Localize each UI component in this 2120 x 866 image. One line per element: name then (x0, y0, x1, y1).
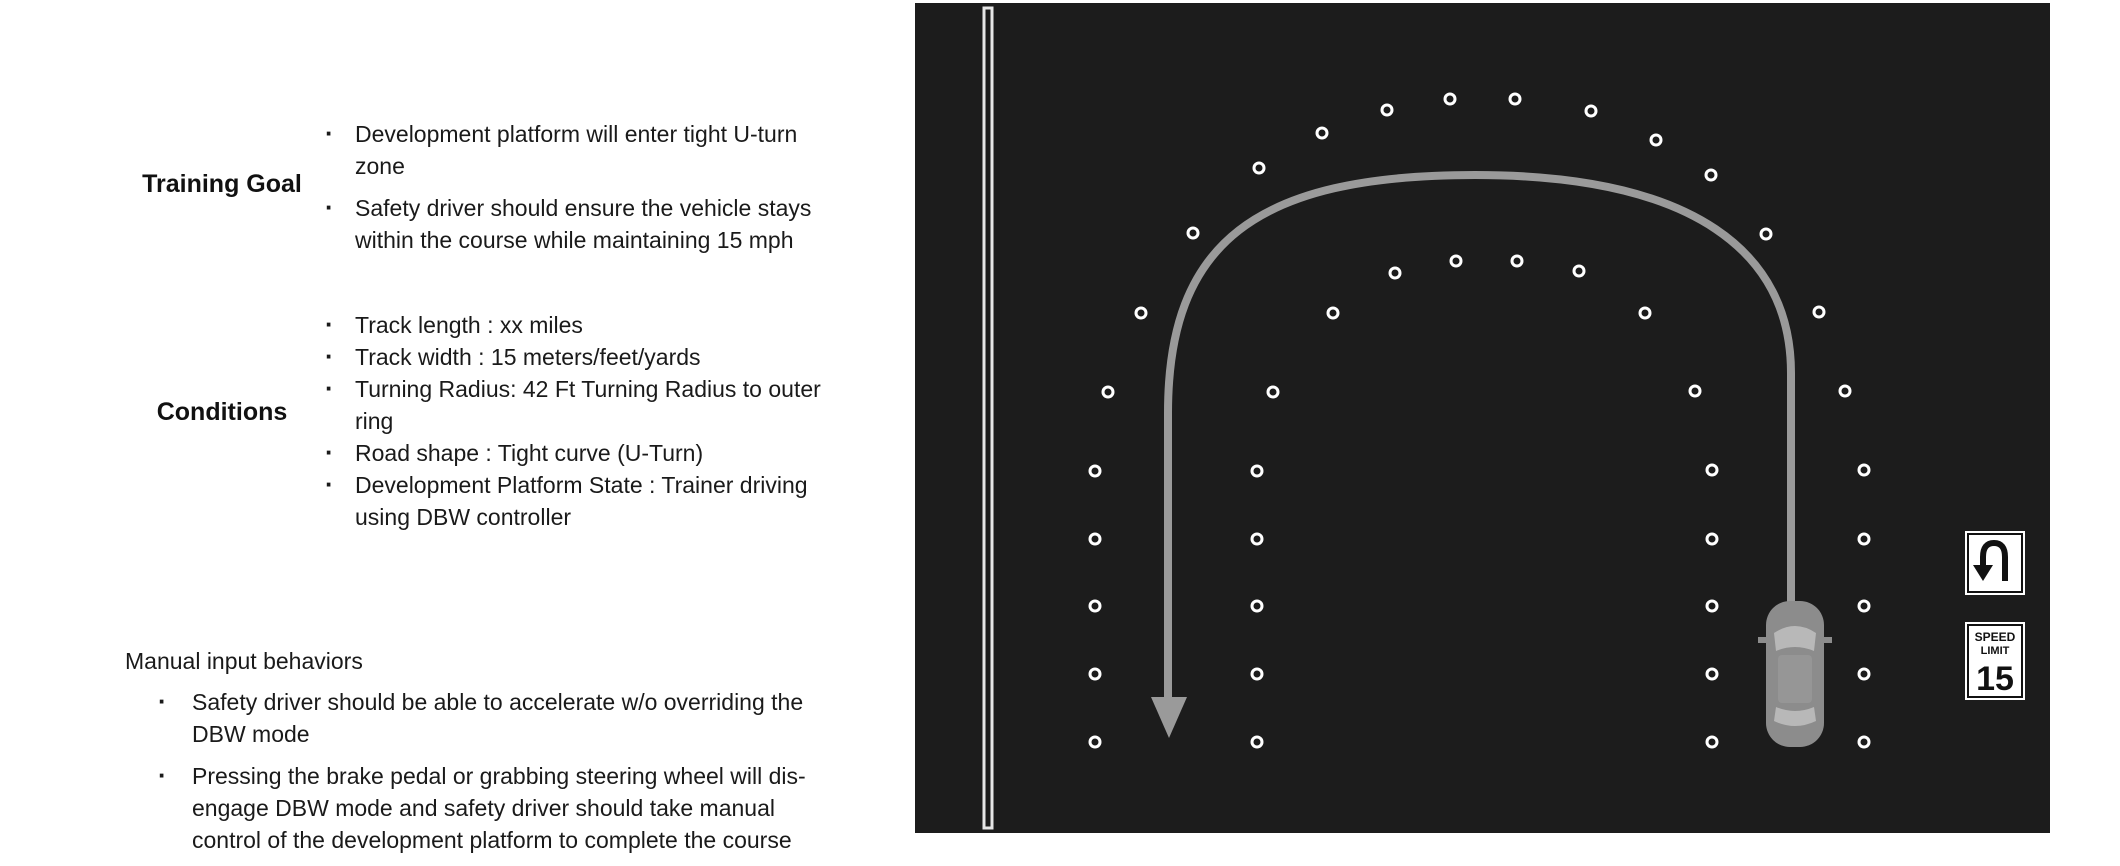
traffic-cone-icon (1857, 532, 1871, 546)
manual-input-title: Manual input behaviors (125, 648, 363, 674)
traffic-cone-icon (1704, 168, 1718, 182)
traffic-cone-icon (1638, 306, 1652, 320)
manual-input-list: Safety driver should be able to accelera… (158, 685, 828, 866)
traffic-cone-icon (1688, 384, 1702, 398)
traffic-cone-icon (1705, 463, 1719, 477)
traffic-cone-icon (1101, 385, 1115, 399)
traffic-cone-icon (1088, 599, 1102, 613)
condition-item: Road shape : Tight curve (U-Turn) (325, 436, 845, 469)
traffic-cone-icon (1510, 254, 1524, 268)
traffic-cone-icon (1508, 92, 1522, 106)
traffic-cone-icon (1134, 306, 1148, 320)
traffic-cone-icon (1705, 532, 1719, 546)
training-goal-label: Training Goal (142, 170, 302, 198)
traffic-cone-icon (1250, 667, 1264, 681)
traffic-cone-icon (1250, 532, 1264, 546)
manual-input-item: Pressing the brake pedal or grabbing ste… (158, 759, 828, 856)
speed-sign-line2: LIMIT (1981, 645, 2010, 657)
speed-sign-line1: SPEED (1975, 630, 2016, 644)
traffic-cone-icon (1252, 161, 1266, 175)
arrow-head-icon (1151, 697, 1187, 738)
traffic-cone-icon (1857, 463, 1871, 477)
traffic-cone-icon (1705, 667, 1719, 681)
traffic-cone-icon (1380, 103, 1394, 117)
condition-item: Turning Radius: 42 Ft Turning Radius to … (325, 372, 845, 437)
u-turn-sign-icon (1965, 531, 2025, 595)
traffic-cone-icon (1250, 735, 1264, 749)
conditions-label: Conditions (156, 398, 288, 426)
traffic-cone-icon (1812, 305, 1826, 319)
traffic-cones (1088, 92, 1871, 749)
traffic-cone-icon (1326, 306, 1340, 320)
traffic-cone-icon (1088, 667, 1102, 681)
traffic-cone-icon (1088, 532, 1102, 546)
condition-item: Track length : xx miles (325, 308, 845, 341)
u-turn-track-diagram: SPEED LIMIT 15 (915, 3, 2050, 833)
traffic-cone-icon (1838, 384, 1852, 398)
traffic-cone-icon (1857, 735, 1871, 749)
traffic-cone-icon (1759, 227, 1773, 241)
traffic-cone-icon (1443, 92, 1457, 106)
traffic-cone-icon (1315, 126, 1329, 140)
traffic-cone-icon (1250, 599, 1264, 613)
track-edge-line (982, 6, 994, 830)
traffic-cone-icon (1705, 599, 1719, 613)
speed-sign-value: 15 (1976, 660, 2014, 698)
traffic-cone-icon (1449, 254, 1463, 268)
traffic-cone-icon (1572, 264, 1586, 278)
traffic-cone-icon (1857, 599, 1871, 613)
traffic-cone-icon (1088, 464, 1102, 478)
traffic-cone-icon (1649, 133, 1663, 147)
speed-limit-sign-icon: SPEED LIMIT 15 (1965, 622, 2025, 700)
traffic-cone-icon (1857, 667, 1871, 681)
condition-item: Development Platform State : Trainer dri… (325, 468, 845, 533)
conditions-list: Track length : xx miles Track width : 15… (325, 308, 845, 533)
car-icon (1758, 601, 1832, 747)
u-turn-path (1164, 170, 1795, 703)
traffic-cone-icon (1088, 735, 1102, 749)
manual-input-item: Safety driver should be able to accelera… (158, 685, 828, 750)
condition-item: Track width : 15 meters/feet/yards (325, 340, 845, 373)
training-goal-list: Development platform will enter tight U-… (325, 117, 845, 266)
traffic-cone-icon (1250, 464, 1264, 478)
traffic-cone-icon (1266, 385, 1280, 399)
traffic-cone-icon (1388, 266, 1402, 280)
training-goal-item: Safety driver should ensure the vehicle … (325, 191, 845, 256)
traffic-cone-icon (1705, 735, 1719, 749)
traffic-cone-icon (1584, 104, 1598, 118)
traffic-cone-icon (1186, 226, 1200, 240)
training-goal-item: Development platform will enter tight U-… (325, 117, 845, 182)
